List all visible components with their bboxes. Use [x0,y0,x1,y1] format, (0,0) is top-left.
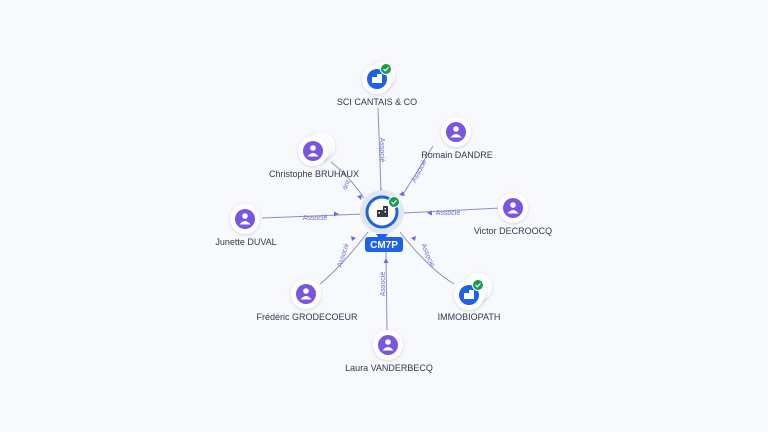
edge-label: Associé [436,210,461,217]
center-node-label: CM7P [370,240,398,251]
edge-label: Associé [380,272,387,297]
person-icon [382,339,394,351]
node-label: Junette DUVAL [215,237,276,247]
node-laura-vanderbecq[interactable]: Laura VANDERBECQ [345,330,433,373]
person-icon [450,126,462,138]
center-company-node[interactable]: CM7P [360,190,404,252]
node-label: Romain DANDRE [421,150,493,160]
node-label: SCI CANTAIS & CO [337,97,417,107]
edge-label: Associé [420,243,436,268]
person-icon [239,213,251,225]
node-christophe-bruhaux[interactable]: Christophe BRUHAUX [269,132,359,179]
node-frederic-grodecoeur[interactable]: Frédéric GRODECOEUR [256,279,358,322]
edge-immobiopath: Associé [399,231,455,285]
verified-check-icon [472,279,484,291]
edge-christophe-bruhaux: ant [330,161,365,200]
building-icon [377,206,388,217]
node-label: Victor DECROOCQ [474,226,552,236]
nodes: SCI CANTAIS & CO Romain DANDRE Christoph… [215,62,552,373]
person-icon [507,202,519,214]
person-icon [307,145,319,157]
edge-junette-duval: Associé [261,211,364,222]
edge-frederic-grodecoeur: Associé [319,231,369,285]
node-label: IMMOBIOPATH [438,312,501,322]
edge-label-partial: ant [341,179,352,191]
edge-label: Associé [411,159,429,184]
edge-sci-cantais: Associé [377,107,385,193]
person-icon [300,288,312,300]
building-icon [464,290,474,299]
node-immobiopath[interactable]: IMMOBIOPATH [438,273,501,322]
building-icon [372,74,382,83]
edge-label: Associé [303,215,328,222]
edge-label: Associé [378,138,385,163]
edge-laura-vanderbecq: Associé [380,251,389,331]
node-romain-dandre[interactable]: Romain DANDRE [421,117,493,160]
edge-victor-decroocq: Associé [403,207,501,217]
node-junette-duval[interactable]: Junette DUVAL [215,204,277,247]
node-label: Frédéric GRODECOEUR [256,312,358,322]
node-label: Christophe BRUHAUX [269,169,359,179]
verified-check-icon [380,63,392,75]
node-sci-cantais[interactable]: SCI CANTAIS & CO [337,62,417,107]
node-victor-decroocq[interactable]: Victor DECROOCQ [474,193,552,236]
node-label: Laura VANDERBECQ [345,363,433,373]
verified-check-icon [388,196,400,208]
